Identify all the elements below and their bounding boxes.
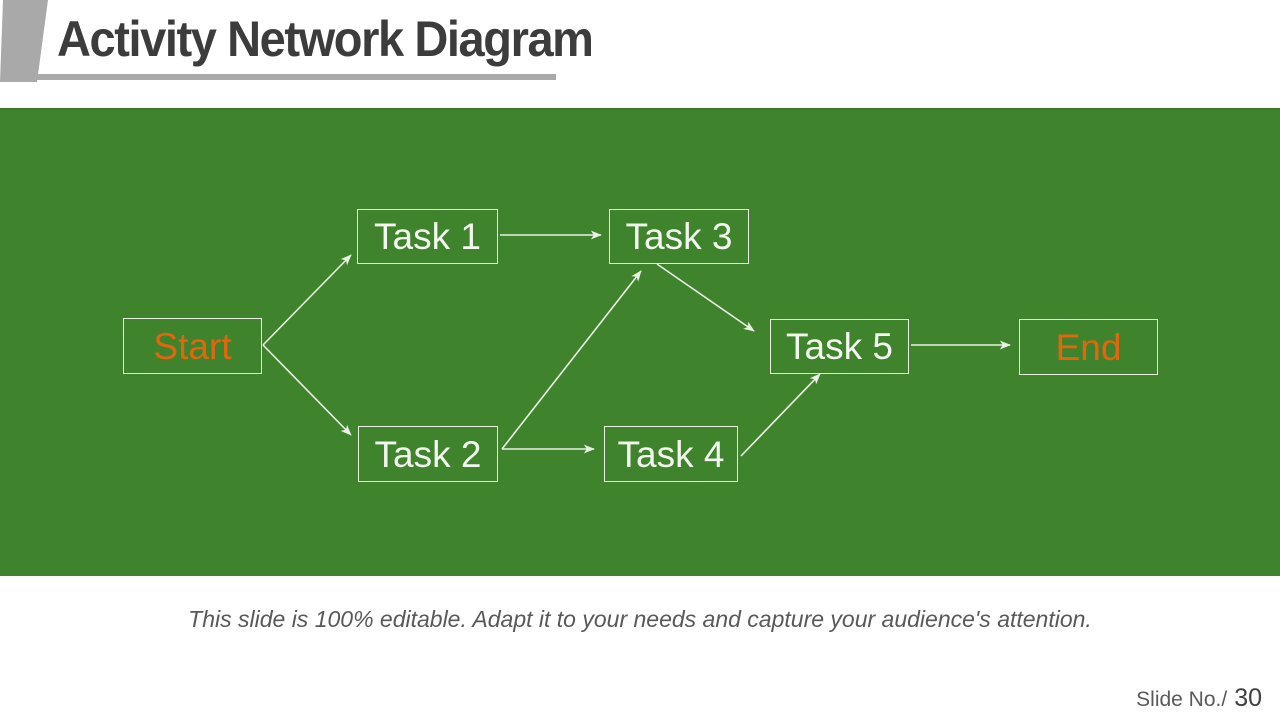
- node-label: Task 2: [374, 433, 482, 475]
- diagram-edges: [262, 230, 1011, 457]
- node-task3[interactable]: Task 3: [609, 209, 749, 264]
- node-task1[interactable]: Task 1: [357, 209, 498, 264]
- editable-note: This slide is 100% editable. Adapt it to…: [188, 606, 1092, 632]
- node-label: Task 3: [625, 216, 733, 257]
- node-task2[interactable]: Task 2: [358, 426, 498, 482]
- node-task5[interactable]: Task 5: [770, 319, 909, 374]
- edge-task3-task5: [656, 263, 755, 332]
- slide-number-value: 30: [1234, 684, 1262, 712]
- edge-start-task1: [262, 254, 352, 346]
- title-accent-shape: [0, 0, 48, 82]
- edge-start-task2: [262, 344, 352, 436]
- slide-number: Slide No./ 30: [1136, 684, 1262, 713]
- edge-task2-task3: [501, 270, 642, 450]
- node-start[interactable]: Start: [123, 318, 262, 374]
- title-underline: [30, 74, 556, 80]
- slide-number-label: Slide No./: [1136, 688, 1228, 711]
- slide-title: Activity Network Diagram: [57, 11, 594, 67]
- node-task4[interactable]: Task 4: [604, 426, 738, 482]
- node-label: Task 1: [374, 216, 481, 257]
- node-label: End: [1055, 326, 1122, 368]
- node-label: Task 4: [617, 433, 725, 475]
- node-label: Task 5: [786, 326, 893, 367]
- node-label: Start: [153, 325, 232, 367]
- node-end[interactable]: End: [1019, 319, 1158, 375]
- edge-task4-task5: [740, 373, 821, 457]
